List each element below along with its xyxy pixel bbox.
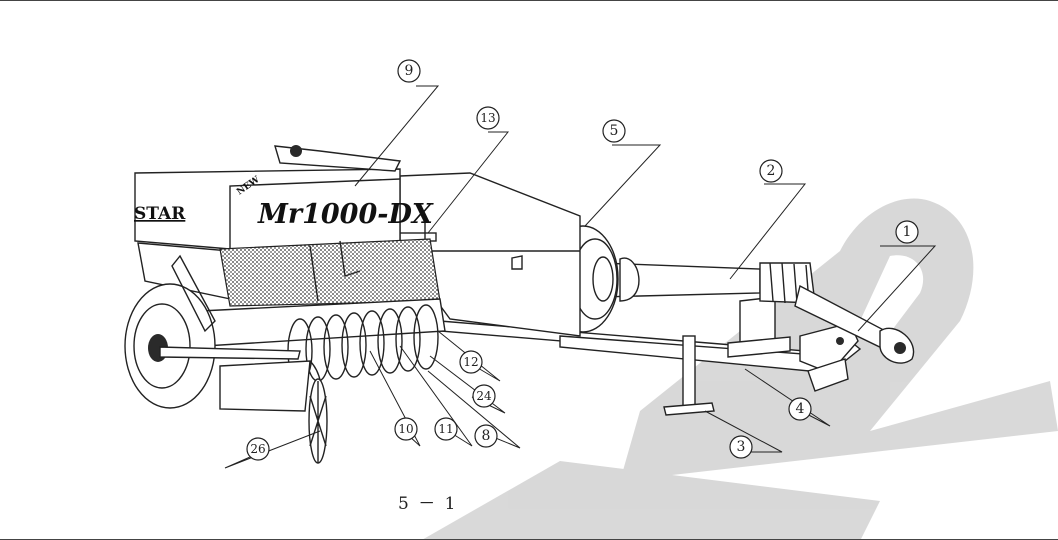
svg-text:8: 8 <box>482 428 491 444</box>
callout-13: 13 <box>476 106 500 130</box>
jack-stand <box>663 335 715 416</box>
pickup-hood: STAR NEW Mr1000-DX <box>134 145 434 302</box>
callout-24: 24 <box>472 384 496 408</box>
intake-screen <box>219 238 441 307</box>
bracket <box>727 296 791 358</box>
svg-text:11: 11 <box>438 422 453 436</box>
svg-text:9: 9 <box>405 63 414 79</box>
callout-2: 2 <box>759 159 783 183</box>
callout-9: 9 <box>397 59 421 83</box>
callout-1: 1 <box>895 220 919 244</box>
wheel <box>124 254 301 409</box>
brand-model: Mr1000-DX <box>257 199 434 230</box>
rake-wheel <box>308 378 328 464</box>
pto-shaft <box>599 257 915 364</box>
svg-text:5: 5 <box>610 123 619 139</box>
svg-text:24: 24 <box>476 389 492 403</box>
callout-3: 3 <box>729 435 753 459</box>
svg-text:26: 26 <box>250 442 265 456</box>
svg-text:2: 2 <box>767 163 776 179</box>
svg-text:13: 13 <box>480 111 495 125</box>
callout-10: 10 <box>394 417 418 441</box>
figure-caption: 5 － 1 <box>398 494 458 514</box>
callout-26: 26 <box>246 437 270 461</box>
callout-4: 4 <box>788 397 812 421</box>
svg-text:12: 12 <box>463 355 478 369</box>
svg-text:3: 3 <box>737 439 746 455</box>
pickup-reel <box>199 298 446 457</box>
callout-8: 8 <box>474 424 498 448</box>
svg-text:4: 4 <box>796 401 805 417</box>
svg-text:1: 1 <box>903 224 912 240</box>
callout-11: 11 <box>434 417 458 441</box>
callout-5: 5 <box>602 119 626 143</box>
brand-star: STAR <box>134 204 186 224</box>
callout-12: 12 <box>459 350 483 374</box>
svg-text:10: 10 <box>398 422 413 436</box>
